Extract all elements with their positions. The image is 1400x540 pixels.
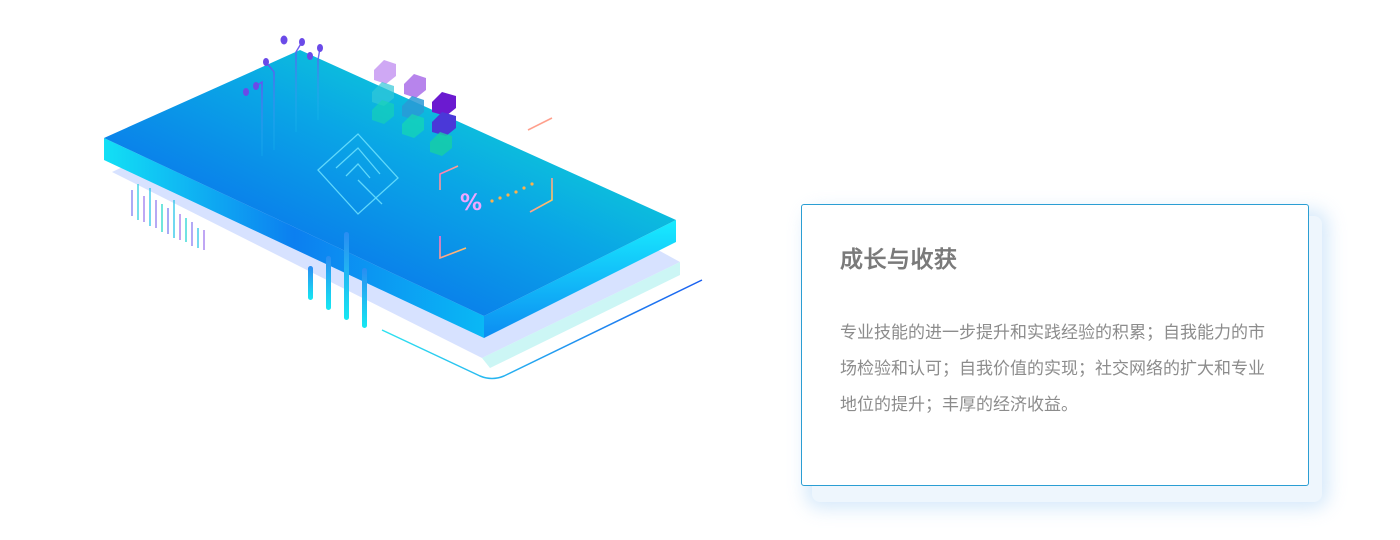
circuit-pin-heads	[243, 35, 323, 96]
dotted-trail	[490, 182, 534, 203]
percent-frame	[439, 117, 553, 260]
card-description: 专业技能的进一步提升和实践经验的积累；自我能力的市场检验和认可；自我价值的实现；…	[840, 323, 1265, 415]
platform-slab	[104, 50, 676, 338]
hexagon-stack-icons	[372, 60, 456, 156]
isometric-platform-illustration: %	[104, 35, 703, 380]
platform-logo-icon	[317, 133, 399, 215]
equalizer-lines-icon	[131, 184, 205, 250]
accent-line	[381, 279, 703, 380]
percent-sign-icon: %	[460, 191, 482, 216]
vertical-bars-icon	[308, 232, 367, 328]
card-title: 成长与收获	[840, 247, 958, 273]
growth-card: 成长与收获 专业技能的进一步提升和实践经验的积累；自我能力的市场检验和认可；自我…	[801, 204, 1309, 486]
